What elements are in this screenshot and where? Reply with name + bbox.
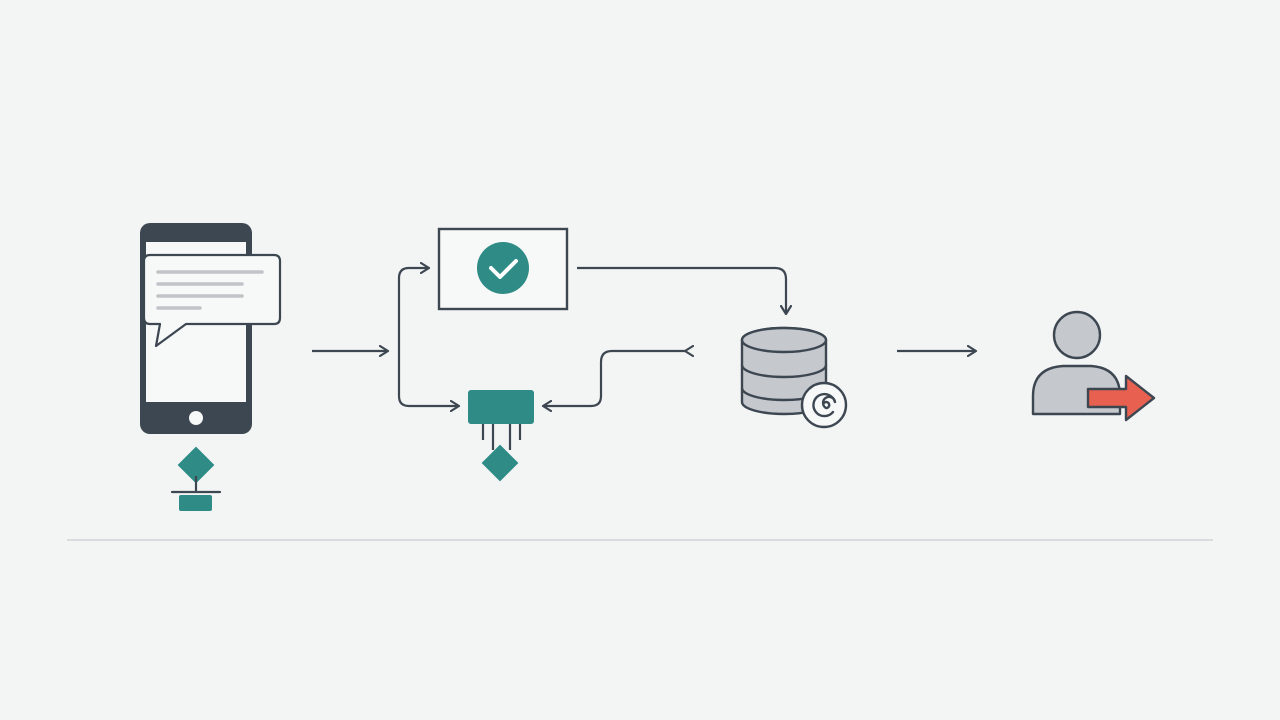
sync-swirl <box>812 392 837 418</box>
check-mark <box>489 259 518 279</box>
process-diamond <box>481 444 519 482</box>
exit-arrow <box>1086 374 1156 422</box>
user-arrow-icon <box>1031 310 1156 422</box>
check-circle-icon <box>437 227 569 311</box>
user-head <box>1052 310 1102 360</box>
arrow-branch-to-process <box>397 351 459 406</box>
process-block <box>468 390 534 424</box>
connector-lines <box>312 268 976 406</box>
arrow-database-process-bidirectional <box>543 351 685 406</box>
database-sync-icon <box>740 326 848 429</box>
arrow-branch-to-approval <box>397 268 429 351</box>
smartphone-message-icon <box>140 223 282 434</box>
decision-base <box>179 495 212 511</box>
arrow-approval-to-database <box>577 266 786 314</box>
phone-home-button <box>189 411 203 425</box>
check-circle <box>477 242 529 294</box>
database-band <box>740 364 828 379</box>
database-top <box>740 326 828 354</box>
message-bubble <box>142 253 282 348</box>
decision-node-icon <box>170 446 222 511</box>
process-branch-icon <box>468 390 534 482</box>
decision-diamond <box>177 446 215 484</box>
